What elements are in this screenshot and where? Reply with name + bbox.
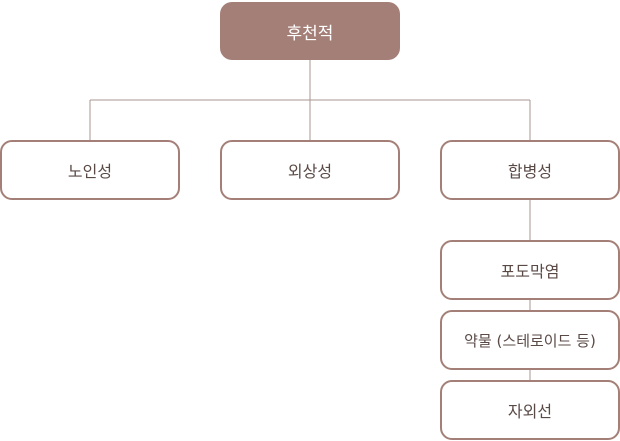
node-drugs-steroids: 약물 (스테로이드 등) (440, 310, 620, 370)
node-complicated: 합병성 (440, 140, 620, 200)
root-node: 후천적 (220, 2, 400, 60)
node-traumatic-label: 외상성 (287, 162, 333, 181)
node-ultraviolet: 자외선 (440, 380, 620, 440)
root-node-label: 후천적 (286, 23, 334, 44)
node-uveitis-label: 포도막염 (500, 262, 560, 281)
node-traumatic: 외상성 (220, 140, 400, 200)
node-uveitis: 포도막염 (440, 240, 620, 300)
node-senile: 노인성 (0, 140, 180, 200)
node-ultraviolet-label: 자외선 (507, 402, 553, 421)
node-complicated-label: 합병성 (507, 162, 553, 181)
node-drugs-steroids-label: 약물 (스테로이드 등) (464, 331, 596, 350)
node-senile-label: 노인성 (67, 162, 113, 181)
